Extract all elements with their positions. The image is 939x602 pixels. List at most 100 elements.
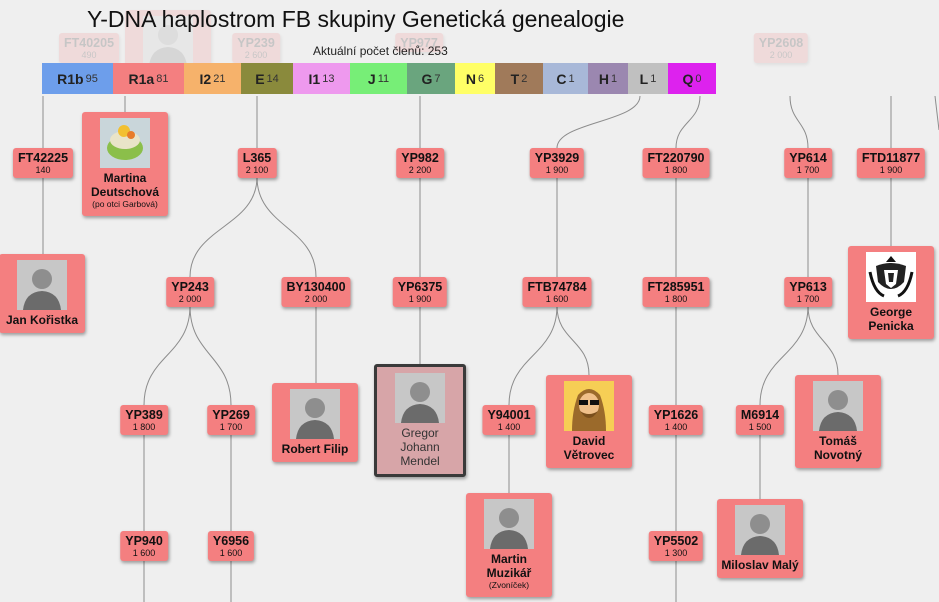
tree-link <box>556 95 641 149</box>
snp-age: 1 800 <box>664 294 688 304</box>
haplogroup-count: 1 <box>568 72 575 85</box>
tree-link <box>256 176 317 278</box>
haplogroup-name: H <box>598 70 609 87</box>
member-name: Martina Deutschová <box>90 171 160 199</box>
tree-link <box>508 305 558 406</box>
tree-link <box>143 305 191 406</box>
tree-link <box>189 176 258 278</box>
snp-age: 1 700 <box>796 165 820 175</box>
member-node-jan[interactable]: Jan Kořistka <box>0 254 85 333</box>
snp-age: 2 100 <box>245 165 269 175</box>
member-name: George Penicka <box>868 305 914 333</box>
snp-node-yp977[interactable]: YP977 <box>395 33 443 52</box>
member-name: Gregor Johann Mendel <box>400 426 440 468</box>
haplogroup-name: E <box>255 70 265 87</box>
haplogroup-name: I2 <box>199 70 212 87</box>
snp-id: YP613 <box>789 280 827 294</box>
haplogroup-count: 6 <box>478 72 485 85</box>
haplogroup-name: R1b <box>57 70 84 87</box>
haplogroup-name: R1a <box>128 70 155 87</box>
haplogroup-name: G <box>421 70 433 87</box>
snp-age: 1 900 <box>408 294 432 304</box>
member-name: Miloslav Malý <box>721 558 799 572</box>
member-node-tomas[interactable]: Tomáš Novotný <box>795 375 881 468</box>
snp-id: YP3929 <box>534 151 580 165</box>
snp-age: 490 <box>81 50 97 60</box>
person-photo-icon <box>17 260 67 310</box>
member-node-george[interactable]: George Penicka <box>848 246 934 339</box>
snp-age: 1 700 <box>796 294 820 304</box>
person-photo-icon <box>813 381 863 431</box>
haplogroup-count: 14 <box>266 72 279 85</box>
snp-age: 1 300 <box>664 548 688 558</box>
member-name: Jan Kořistka <box>5 313 79 327</box>
haplogroup-count: 21 <box>213 72 226 85</box>
haplogroup-name: J <box>367 70 376 87</box>
haplogroup-name: Q <box>682 70 694 87</box>
member-node-david[interactable]: David Větrovec <box>546 375 632 468</box>
snp-id: Y94001 <box>487 408 531 422</box>
haplogroup-name: I1 <box>308 70 321 87</box>
member-node-miloslav[interactable]: Miloslav Malý <box>717 499 803 578</box>
snp-id: YP614 <box>789 151 827 165</box>
snp-id: FTB74784 <box>527 280 587 294</box>
member-node-gregor[interactable]: Gregor Johann Mendel <box>374 364 466 477</box>
snp-id: YP1626 <box>653 408 699 422</box>
member-count: Aktuální počet členů: 253 <box>313 44 448 58</box>
haplogroup-count: 7 <box>434 72 441 85</box>
snp-id: FTD11877 <box>861 151 921 165</box>
snp-age: 1 500 <box>748 422 772 432</box>
haplogroup-count: 81 <box>156 72 169 85</box>
member-node-martina[interactable]: Martina Deutschová(po otci Garbová) <box>82 112 168 216</box>
coat-of-arms-icon <box>866 252 916 302</box>
member-node-robert[interactable]: Robert Filip <box>272 383 358 462</box>
snp-id: M6914 <box>740 408 780 422</box>
snp-id: YP977 <box>400 36 438 50</box>
haplogroup-count: 2 <box>521 72 528 85</box>
snp-id: YP243 <box>171 280 209 294</box>
snp-age: 1 800 <box>664 165 688 175</box>
member-node-martin[interactable]: Martin Muzikář(Zvoníček) <box>466 493 552 597</box>
snp-age: 1 700 <box>219 422 243 432</box>
